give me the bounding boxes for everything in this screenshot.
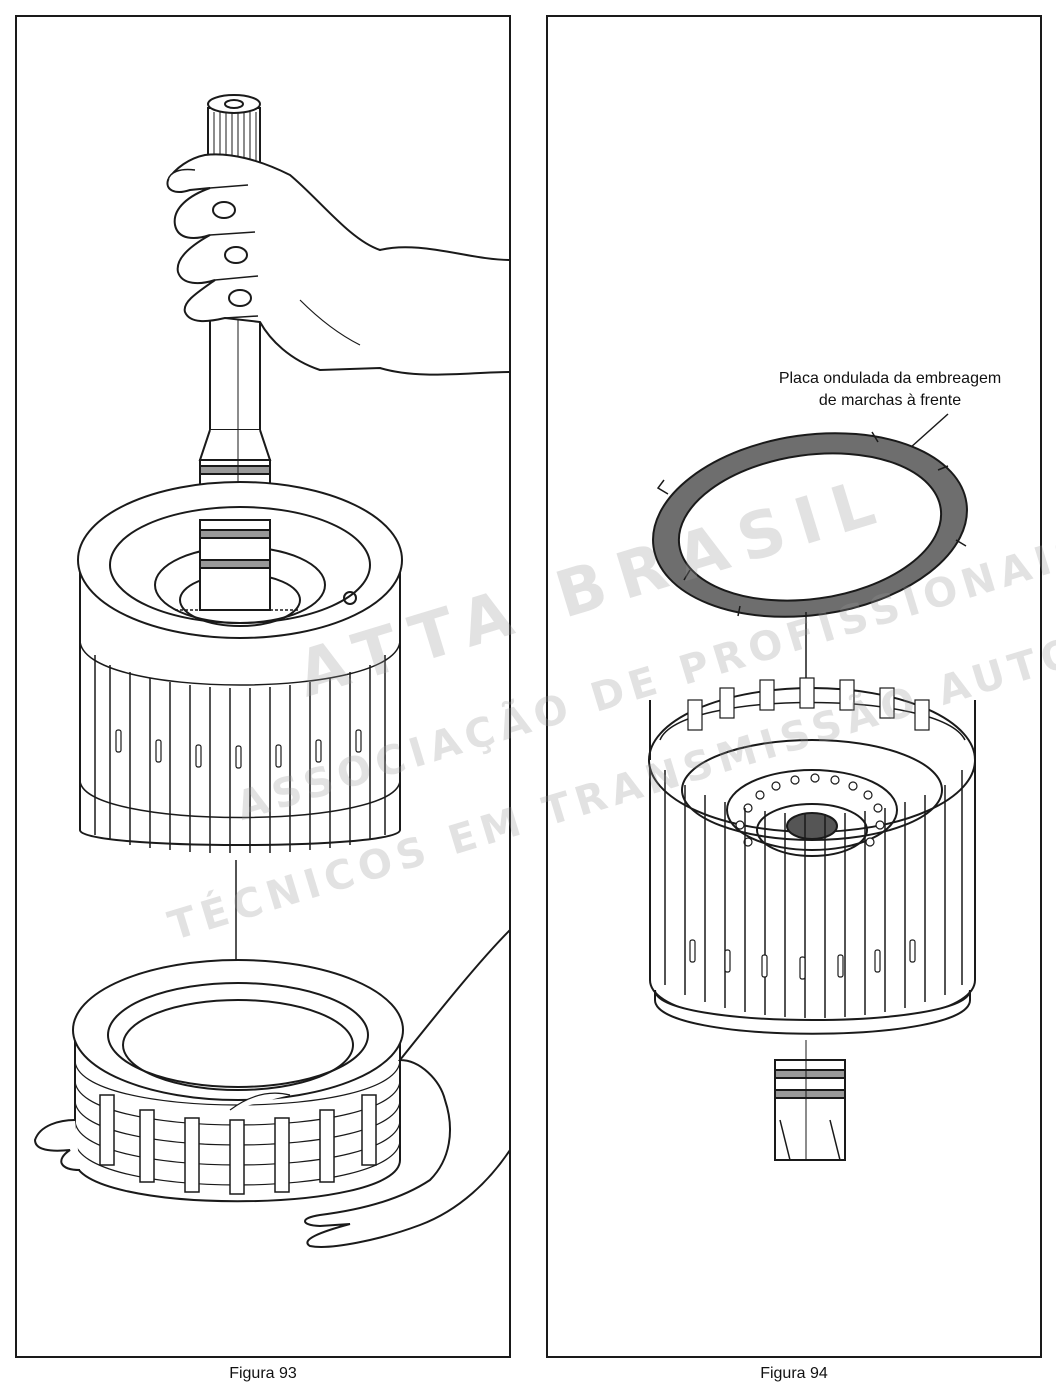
- callout-line-1: Placa ondulada da embreagem: [778, 370, 1002, 387]
- callout-leader: [909, 413, 949, 449]
- wave-plate: [652, 431, 968, 618]
- wave-plate-callout: Placa ondulada da embreagem de marchas à…: [730, 368, 1050, 412]
- hand-holding-shaft: [166, 153, 509, 376]
- hand-holding-clutch-pack: [33, 929, 509, 1248]
- figure-94-caption: Figura 94: [760, 1365, 828, 1382]
- clutch-plate-pack: [72, 959, 404, 1203]
- figure-93-caption: Figura 93: [229, 1365, 297, 1382]
- figure-94-illustration: [648, 413, 976, 1161]
- output-shaft: [774, 1040, 846, 1161]
- clutch-drum: [77, 481, 403, 853]
- clutch-drum: [648, 677, 976, 1035]
- figure-93-illustration: [33, 94, 509, 1248]
- callout-line-2: de marchas à frente: [818, 392, 962, 409]
